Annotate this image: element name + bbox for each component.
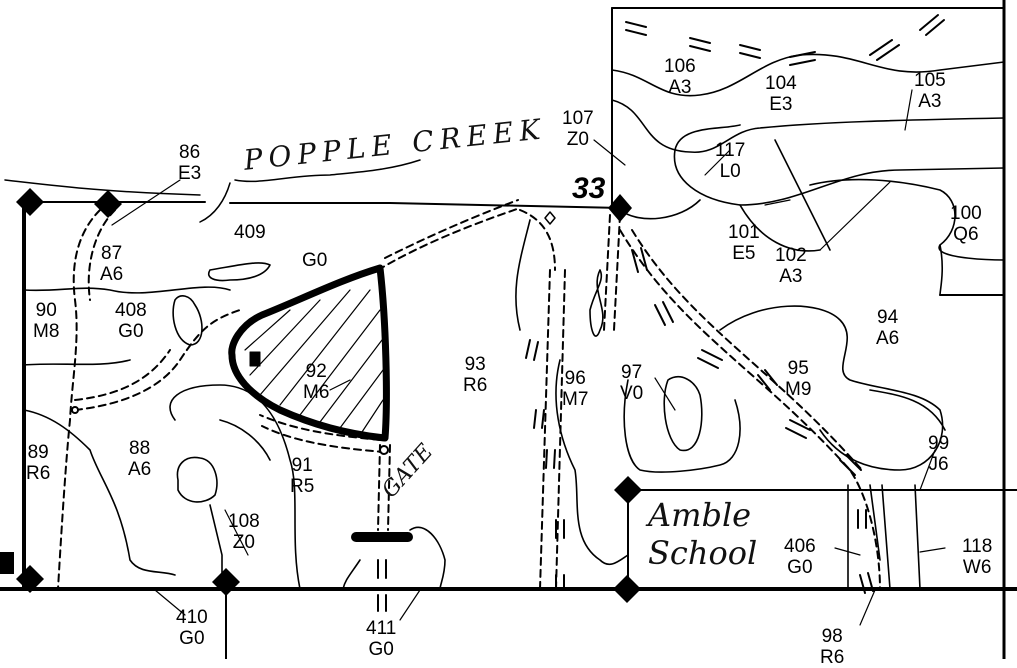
map-marker <box>249 351 261 367</box>
school-label: Amble School <box>648 496 758 572</box>
section-number: 33 <box>572 172 606 205</box>
parcel-92-hatching <box>244 289 384 433</box>
parcel-label: 409 <box>234 222 266 243</box>
parcel-label: G0 <box>302 250 328 271</box>
map-marker <box>379 445 389 455</box>
soil-lines <box>23 53 1005 590</box>
roads <box>57 199 881 590</box>
stream-marks <box>377 14 945 612</box>
map-marker <box>544 211 556 225</box>
leader-lines <box>111 89 946 626</box>
corner-markers <box>0 188 642 603</box>
parcel-92-outline <box>228 264 390 442</box>
map-marker <box>71 406 79 414</box>
creek-lines <box>4 159 421 223</box>
